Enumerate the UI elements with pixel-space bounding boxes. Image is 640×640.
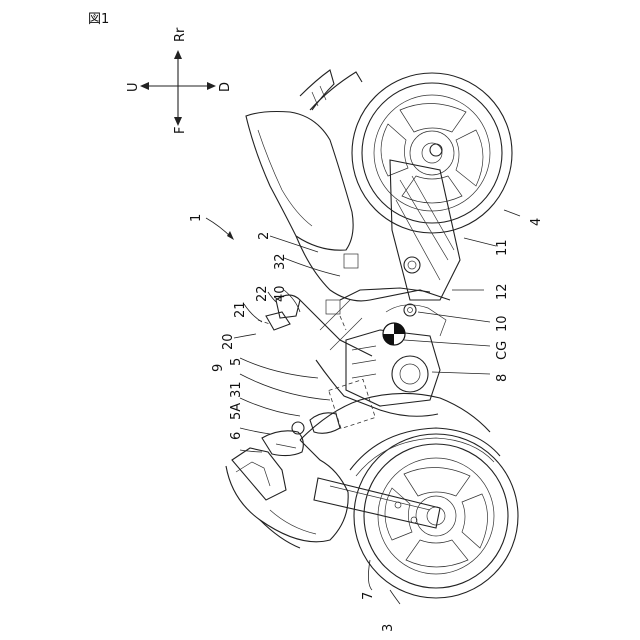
rear-wheel	[352, 73, 512, 233]
frame	[296, 236, 450, 416]
label-sensor-31: 31	[229, 381, 244, 398]
label-center-of-gravity: CG	[495, 341, 510, 360]
label-rear-suspension: 12	[495, 283, 510, 300]
front-wheel	[354, 434, 518, 598]
label-front-wheel: 3	[381, 624, 396, 632]
arrow-label-up: U	[126, 82, 141, 92]
label-unit-20: 20	[221, 333, 236, 350]
arrow-label-rear: Rr	[173, 27, 188, 42]
label-rear-wheel: 4	[529, 218, 544, 226]
pivot	[404, 304, 416, 316]
label-sensor-32: 32	[273, 253, 288, 270]
center-of-gravity-mark	[383, 323, 405, 345]
front-fork	[314, 478, 440, 528]
reference-numerals: 1 2 32 40 22 21 20 9 5 31 5A 6 4 11 12 1…	[189, 214, 544, 632]
label-swing-arm: 11	[495, 239, 510, 256]
label-pivot: 10	[495, 315, 510, 332]
label-handlebar: 5	[229, 358, 244, 366]
arrow-label-down: D	[218, 82, 233, 92]
label-frame: 9	[211, 364, 226, 372]
arrow-label-front: F	[173, 127, 188, 134]
direction-arrows: Rr F U D	[126, 27, 233, 134]
dashed-units	[326, 254, 375, 429]
fairing	[226, 393, 490, 548]
handlebar-area	[262, 413, 340, 456]
swing-arm	[390, 144, 460, 300]
leader-lines	[206, 210, 520, 604]
label-headlight: 6	[229, 432, 244, 440]
label-engine: 8	[495, 374, 510, 382]
label-unit-21: 21	[233, 301, 248, 318]
engine	[346, 305, 446, 406]
label-seat: 2	[257, 232, 272, 240]
seat-and-tail	[246, 70, 362, 250]
label-unit-22: 22	[255, 285, 270, 302]
label-front-fork: 7	[361, 592, 376, 600]
label-handle-grip: 5A	[229, 403, 244, 420]
label-vehicle: 1	[189, 214, 204, 222]
label-controller-40: 40	[273, 285, 288, 302]
